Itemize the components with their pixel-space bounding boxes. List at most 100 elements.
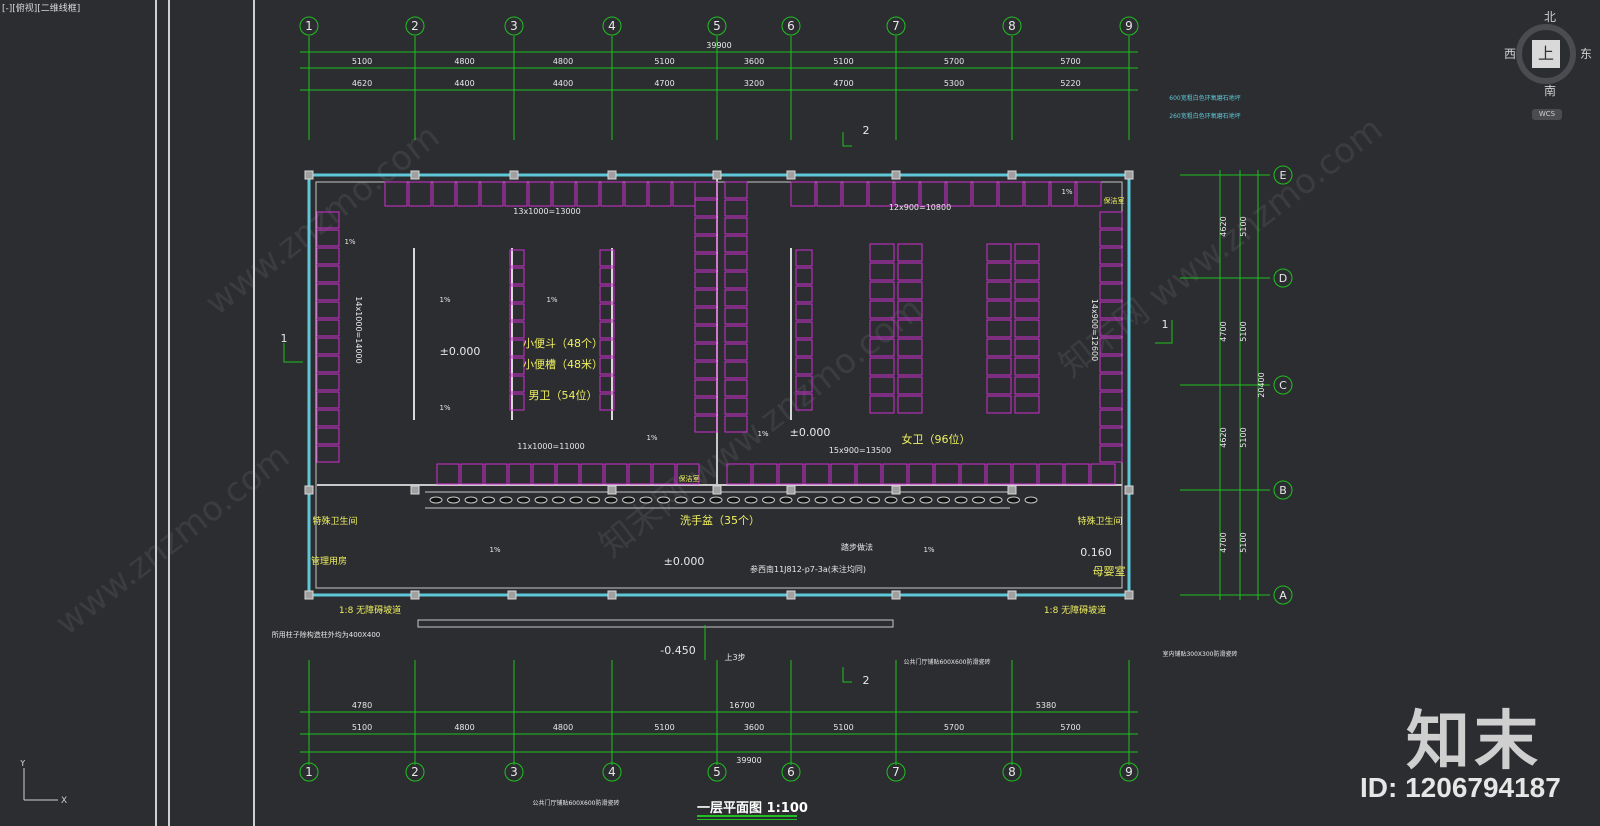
urinal	[509, 393, 525, 411]
female-stall	[946, 181, 972, 207]
urinal	[509, 267, 525, 285]
room-label-mother: 母婴室	[1093, 564, 1126, 578]
note-dimension: 13x1000=13000	[513, 207, 580, 216]
male-stall	[316, 427, 340, 445]
grid-bubble	[1273, 268, 1293, 288]
level-mark: 0.160	[1080, 546, 1112, 559]
female-stall	[920, 181, 946, 207]
wash-basin	[867, 496, 880, 504]
column	[607, 485, 617, 495]
note-dimension: 12x900=10800	[889, 203, 951, 212]
dimension-top-sub: 4620	[352, 79, 372, 88]
urinal	[599, 375, 615, 393]
section-mark-label: 2	[863, 674, 870, 687]
grid-number-bottom: 7	[892, 765, 900, 779]
viewport-label[interactable]: [-][俯视][二维线框]	[2, 4, 81, 14]
wash-basin	[1024, 496, 1038, 504]
male-stall	[694, 235, 718, 253]
female-stall	[724, 253, 748, 271]
urinal	[509, 285, 525, 303]
male-stall	[316, 301, 340, 319]
slope-mark: 1%	[344, 238, 355, 246]
male-stall	[384, 181, 408, 207]
grid-bubble	[1273, 585, 1293, 605]
male-stall	[408, 181, 432, 207]
wash-basin	[814, 496, 828, 504]
grid-number-top: 1	[305, 19, 313, 33]
compass-south-label[interactable]: 南	[1544, 84, 1557, 98]
grid-number-bottom: 8	[1008, 765, 1016, 779]
dimension-bottom-span: 5100	[654, 723, 674, 732]
female-stall	[1014, 338, 1040, 357]
female-stall	[869, 262, 895, 281]
dimension-top-span: 5100	[654, 57, 674, 66]
male-stall	[316, 409, 340, 427]
wash-basin	[884, 496, 898, 504]
compass-east-label[interactable]: 东	[1580, 47, 1593, 61]
grid-bubble	[781, 762, 801, 782]
female-stall	[795, 303, 813, 321]
column	[891, 485, 901, 495]
column	[509, 170, 519, 180]
column	[304, 590, 314, 600]
grid-bubble	[1119, 16, 1139, 36]
male-urinal	[556, 463, 580, 485]
dimension-top-span: 5100	[352, 57, 372, 66]
wash-basin	[639, 496, 653, 504]
grid-bubble	[1002, 16, 1022, 36]
ucs-icon: Y X	[14, 759, 74, 814]
section-mark	[283, 343, 303, 363]
slope-mark: 1%	[489, 546, 500, 554]
female-stall	[724, 271, 748, 289]
svg-text:Y: Y	[19, 760, 26, 769]
grid-number-top: 4	[608, 19, 616, 33]
female-stall	[1099, 355, 1123, 373]
compass-west-label[interactable]: 西	[1504, 47, 1517, 61]
dimension-bottom-sub: 5380	[1036, 701, 1056, 710]
dimension-bottom-span: 4800	[553, 723, 573, 732]
wash-basin	[849, 496, 863, 504]
grid-bubble	[602, 16, 622, 36]
section-mark	[842, 667, 852, 683]
female-stall	[816, 181, 842, 207]
wcs-menu-button[interactable]: WCS	[1532, 109, 1562, 120]
section-mark	[1155, 320, 1173, 344]
compass-north-label[interactable]: 北	[1544, 10, 1557, 24]
view-cube[interactable]: 上 北 南 西 东	[1504, 10, 1592, 98]
female-stall	[869, 357, 895, 376]
room-label-sink: 洗手盆（35个）	[680, 513, 760, 527]
view-cube-top-face[interactable]: 上	[1532, 40, 1560, 68]
brand-logo: 知末	[1406, 705, 1542, 779]
male-urinal	[508, 463, 532, 485]
grid-letter: D	[1279, 272, 1287, 285]
dimension-top-sub: 5300	[944, 79, 964, 88]
wash-basin	[622, 496, 635, 504]
female-stall	[986, 338, 1012, 357]
note-legend: 260宽粗白色环氧磨石地坪	[1169, 112, 1240, 120]
female-stall	[897, 319, 923, 338]
slope-mark: 1%	[439, 404, 450, 412]
female-stall	[869, 395, 895, 414]
section-mark-label: 1	[1162, 318, 1169, 331]
dimension-right-span: 5100	[1239, 427, 1248, 447]
column	[712, 485, 722, 495]
dimension-top-span: 5700	[1060, 57, 1080, 66]
urinal	[599, 285, 615, 303]
column	[304, 485, 314, 495]
male-stall	[694, 379, 718, 397]
female-stall	[795, 267, 813, 285]
grid-bubble	[707, 16, 727, 36]
asset-id-label: ID: 1206794187	[1360, 772, 1561, 803]
female-stall	[724, 217, 748, 235]
female-stall	[795, 285, 813, 303]
female-stall	[795, 321, 813, 339]
left-panel-divider-1	[155, 0, 157, 826]
urinal	[509, 339, 525, 357]
dimension-bottom-span: 4800	[454, 723, 474, 732]
view-cube-ring[interactable]	[1516, 24, 1576, 84]
urinal	[599, 357, 615, 375]
note-floor: 室内铺贴300X300防滑瓷砖	[1162, 650, 1237, 658]
grid-letter: E	[1280, 169, 1287, 182]
female-stall	[986, 376, 1012, 395]
